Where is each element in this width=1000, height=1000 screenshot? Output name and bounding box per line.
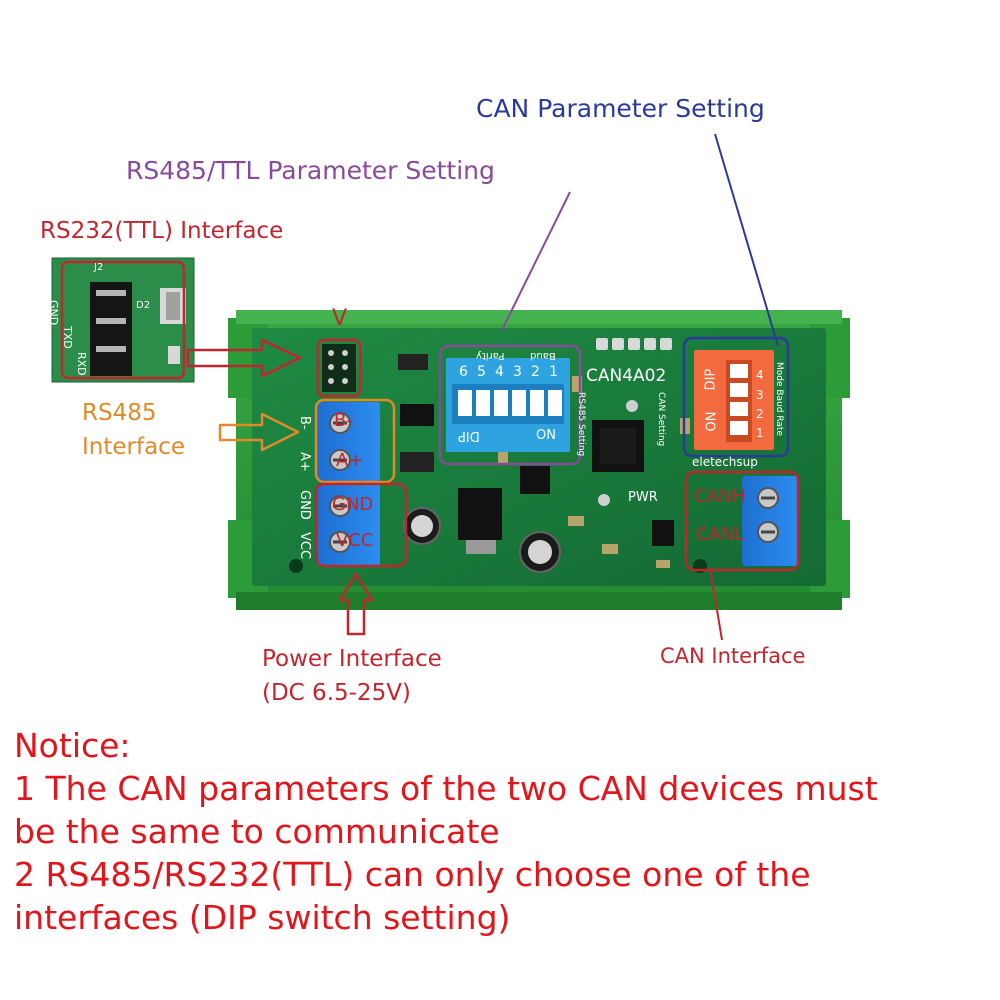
- d2-label: D2: [136, 300, 151, 311]
- can-dip-highlight-box: [682, 336, 790, 458]
- can-parameter-setting-label: CAN Parameter Setting: [476, 94, 765, 123]
- terminal-b-label: B-: [297, 416, 312, 430]
- rs485-param-leader: [501, 191, 571, 331]
- j2-label: J2: [94, 262, 104, 273]
- j2-pin-txd: TXD: [61, 326, 74, 349]
- overlay-gnd-label: GND: [332, 494, 374, 515]
- can-interface-label: CAN Interface: [660, 644, 806, 668]
- can-dip-switch: [694, 350, 774, 450]
- power-terminal: [318, 484, 380, 566]
- rs485-dip-num-1: 1: [549, 364, 558, 380]
- rs485-terminal: [318, 402, 380, 482]
- canh-label: CANH: [694, 486, 746, 507]
- notice-title: Notice:: [14, 726, 131, 765]
- j2-pin-rxd: RXD: [75, 352, 88, 376]
- rs485-dip-num-6: 6: [459, 364, 468, 380]
- rs485-parameter-setting-label: RS485/TTL Parameter Setting: [126, 156, 495, 185]
- board-model-label: CAN4A02: [586, 366, 667, 386]
- led-strip: [596, 338, 672, 350]
- notice-block: Notice: 1 The CAN parameters of the two …: [14, 724, 994, 939]
- rs232-arrow: [186, 338, 302, 378]
- top-left-mark: V: [332, 306, 348, 331]
- components: [398, 354, 690, 573]
- rs485-setting-label: RS485 Setting: [576, 392, 586, 457]
- rs485-dip-num-2: 2: [531, 364, 540, 380]
- power-arrow: [338, 572, 374, 636]
- can-dip-dip-label: DIP: [703, 368, 719, 391]
- rs485-dip-switch: [446, 358, 570, 452]
- can-terminal: [742, 476, 798, 566]
- pcb: [252, 328, 826, 586]
- rs485-dip-dip-label: DIP: [458, 428, 480, 443]
- power-interface-label-2: (DC 6.5-25V): [262, 680, 411, 706]
- can-dip-num-2: 2: [756, 407, 764, 421]
- overlay-vcc-label: VCC: [336, 530, 374, 551]
- power-terminal-highlight-box: [314, 482, 408, 568]
- can-interface-leader: [709, 567, 723, 641]
- j2-pin-gnd: GND: [47, 300, 60, 326]
- canl-label: CANL: [696, 524, 745, 545]
- notice-line-1b: be the same to communicate: [14, 812, 500, 851]
- rs485-interface-label-1: RS485: [82, 400, 157, 426]
- overlay-b-label: B-: [334, 410, 353, 431]
- can-terminal-highlight-box: [684, 470, 800, 572]
- rs485-arrow: [218, 412, 300, 452]
- terminal-vcc-label: VCC: [297, 532, 312, 560]
- board-brand-label: eletechsup: [692, 455, 758, 469]
- rs485-dip-num-3: 3: [513, 364, 522, 380]
- header-highlight-box: [316, 338, 362, 398]
- pin-header: [322, 344, 356, 392]
- can-setting-label: CAN Setting: [656, 392, 666, 447]
- notice-line-2b: interfaces (DIP switch setting): [14, 898, 511, 937]
- notice-line-2a: 2 RS485/RS232(TTL) can only choose one o…: [14, 855, 811, 894]
- power-interface-label-1: Power Interface: [262, 646, 442, 672]
- can-dip-num-4: 4: [756, 368, 764, 382]
- rs485-terminal-highlight-box: [314, 398, 396, 484]
- rs485-dip-num-4: 4: [495, 364, 504, 380]
- rs485-dip-highlight-box: [438, 344, 582, 466]
- pwr-label: PWR: [628, 490, 658, 505]
- notice-line-1a: 1 The CAN parameters of the two CAN devi…: [14, 769, 878, 808]
- terminal-gnd-label: GND: [297, 490, 312, 520]
- rs485-dip-on-label: ON: [536, 428, 556, 443]
- can-mode-baud-label: Mode Baud Rate: [774, 362, 784, 436]
- rs485-dip-header-parity: Parity: [476, 350, 505, 361]
- can-dip-num-3: 3: [756, 388, 764, 402]
- can-param-leader: [714, 133, 779, 347]
- j2-highlight-box: [60, 260, 186, 380]
- rs485-dip-num-5: 5: [477, 364, 486, 380]
- rs232-interface-label: RS232(TTL) Interface: [40, 218, 284, 244]
- overlay-a-label: A+: [336, 450, 364, 471]
- mount-hole: [289, 559, 303, 573]
- rs485-dip-header-baud: Baud: [530, 350, 556, 361]
- can-dip-num-1: 1: [756, 426, 764, 440]
- terminal-a-label: A+: [297, 452, 312, 472]
- can-dip-on-label: ON: [704, 411, 720, 432]
- rs485-interface-label-2: Interface: [82, 434, 185, 460]
- j2-inset-photo: [51, 257, 195, 383]
